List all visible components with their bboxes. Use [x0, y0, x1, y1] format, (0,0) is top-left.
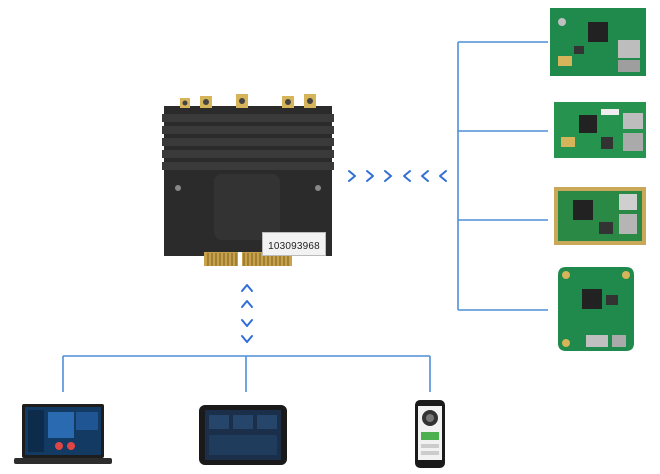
board-1-image — [550, 8, 646, 76]
board-2-image — [554, 102, 646, 158]
phone-device — [415, 400, 445, 468]
radio-module — [162, 94, 334, 266]
tablet-device — [199, 405, 287, 465]
board-4-image — [558, 267, 634, 351]
chevron-down-icon — [241, 319, 253, 327]
chevron-right-icon — [348, 170, 356, 182]
chevron-up-icon — [241, 300, 253, 308]
chevron-up-icon — [241, 284, 253, 292]
chevron-right-icon — [384, 170, 392, 182]
laptop-device — [14, 404, 112, 464]
vertical-arrows — [241, 284, 253, 343]
chevron-left-icon — [439, 170, 447, 182]
chevron-left-icon — [421, 170, 429, 182]
heatsink — [162, 114, 334, 170]
chevron-down-icon — [241, 335, 253, 343]
chevron-left-icon — [403, 170, 411, 182]
board-3-image — [554, 187, 646, 245]
horizontal-arrows — [348, 170, 447, 182]
chevron-right-icon — [366, 170, 374, 182]
heatsink-plate — [214, 174, 280, 240]
antenna-connectors — [180, 94, 316, 108]
module-serial-label: 103093968 — [262, 232, 326, 256]
